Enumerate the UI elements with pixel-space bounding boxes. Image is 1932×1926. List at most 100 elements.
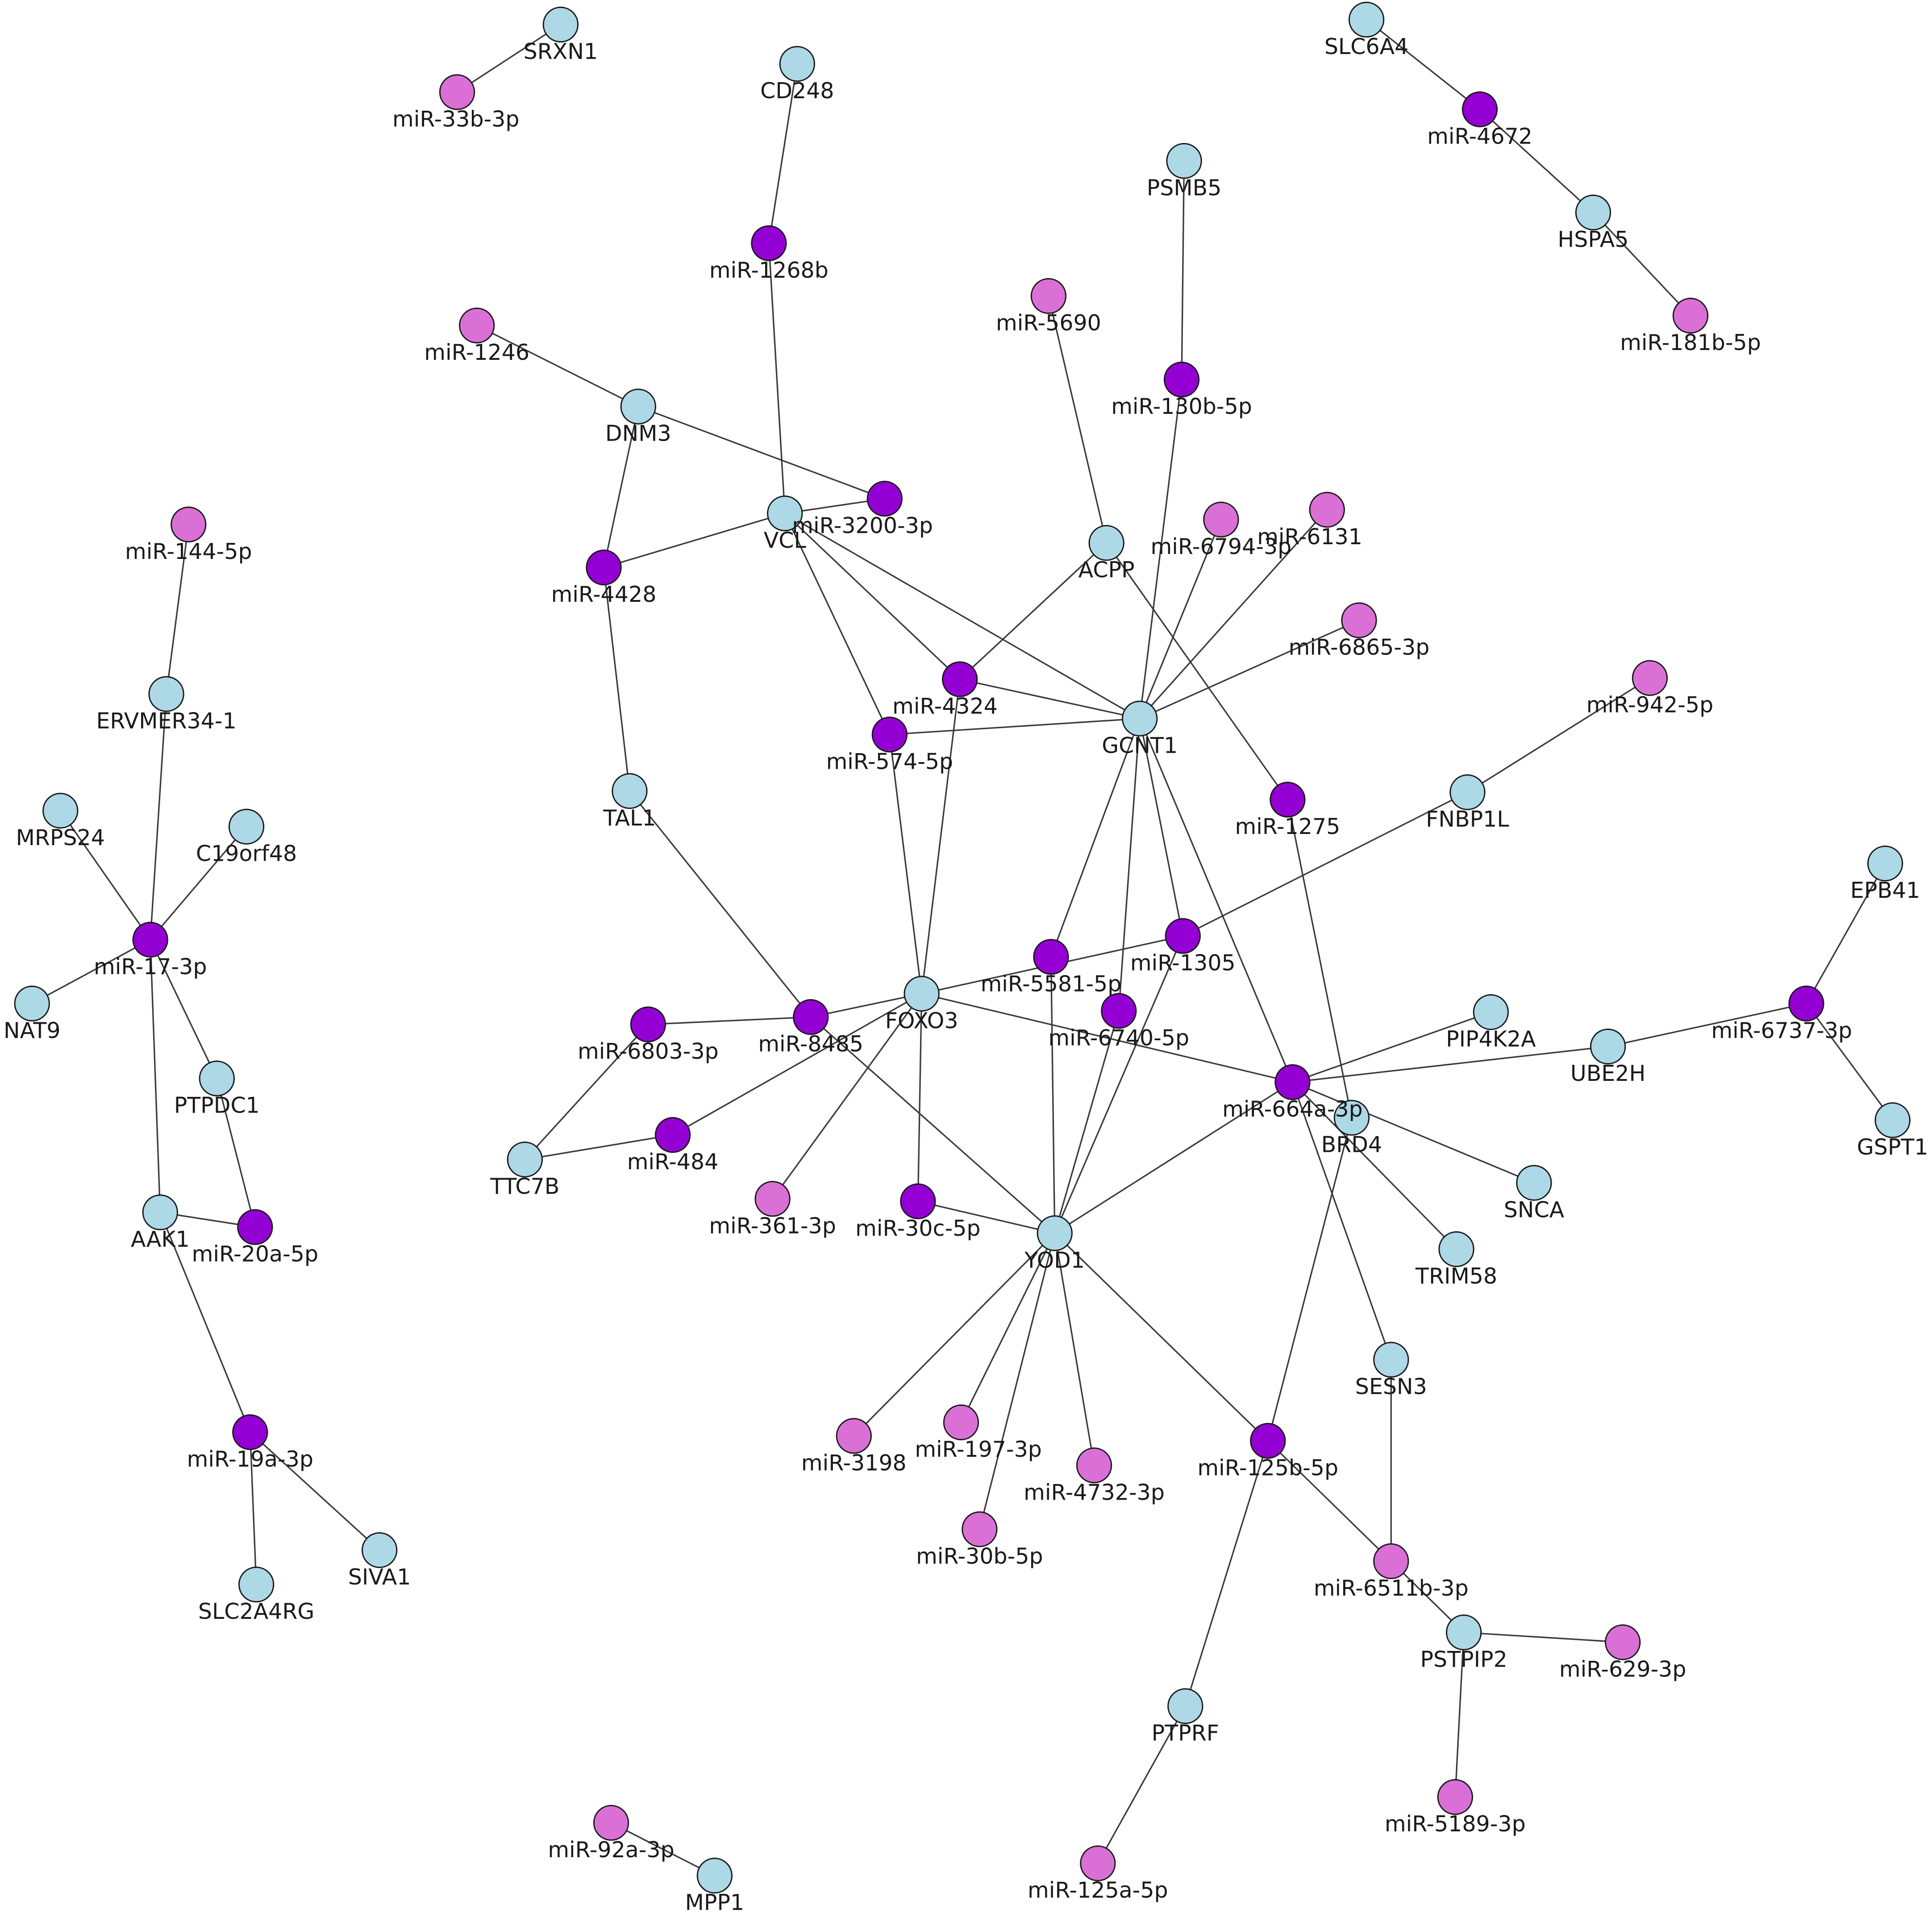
- node-mir-30c-5p[interactable]: [900, 1183, 936, 1219]
- node-mir-4324[interactable]: [942, 661, 978, 697]
- node-mir-20a-5p[interactable]: [237, 1209, 273, 1245]
- node-foxo3[interactable]: [904, 976, 940, 1012]
- node-c19orf48[interactable]: [228, 809, 265, 845]
- node-mir-5581-5p[interactable]: [1033, 939, 1069, 975]
- edge-mir-8485-to-mir-6803-3p: [648, 1016, 811, 1026]
- node-mir-664a-3p[interactable]: [1274, 1064, 1311, 1101]
- label-ervmer34-1: ERVMER34-1: [96, 709, 236, 734]
- node-pip4k2a[interactable]: [1473, 994, 1509, 1030]
- node-sesn3[interactable]: [1373, 1342, 1409, 1378]
- node-mir-6511b-3p[interactable]: [1373, 1543, 1409, 1580]
- node-mir-1268b[interactable]: [751, 225, 787, 261]
- node-mir-144-5p[interactable]: [171, 506, 207, 542]
- node-trim58[interactable]: [1438, 1231, 1474, 1267]
- edge-mir-664a-3p-to-sesn3: [1291, 1082, 1392, 1360]
- node-ube2h[interactable]: [1590, 1028, 1626, 1065]
- node-brd4[interactable]: [1333, 1100, 1370, 1136]
- label-brd4: BRD4: [1321, 1132, 1382, 1158]
- node-hspa5[interactable]: [1575, 194, 1611, 231]
- node-mir-361-3p[interactable]: [754, 1181, 791, 1217]
- node-acpp[interactable]: [1088, 525, 1124, 561]
- label-pip4k2a: PIP4K2A: [1446, 1026, 1536, 1052]
- node-mir-92a-3p[interactable]: [593, 1805, 629, 1841]
- edge-mir-17-3p-to-aak1: [150, 939, 161, 1213]
- node-mir-130b-5p[interactable]: [1163, 362, 1200, 398]
- node-mir-1275[interactable]: [1270, 781, 1306, 818]
- node-mir-4672[interactable]: [1461, 91, 1498, 128]
- label-mir-5690: miR-5690: [996, 310, 1101, 336]
- label-trim58: TRIM58: [1415, 1263, 1497, 1289]
- label-mir-144-5p: miR-144-5p: [125, 539, 252, 564]
- node-mir-5690[interactable]: [1030, 278, 1067, 314]
- node-dnm3[interactable]: [620, 388, 656, 425]
- node-mir-5189-3p[interactable]: [1437, 1779, 1473, 1815]
- node-srxn1[interactable]: [542, 6, 579, 43]
- node-mir-629-3p[interactable]: [1605, 1624, 1641, 1660]
- label-mir-5581-5p: miR-5581-5p: [981, 971, 1122, 996]
- node-mpp1[interactable]: [696, 1858, 733, 1894]
- node-mir-4428[interactable]: [586, 549, 622, 586]
- edge-yod1-to-mir-3198: [853, 1233, 1055, 1437]
- edge-mir-19a-3p-to-siva1: [250, 1431, 380, 1551]
- node-mir-6737-3p[interactable]: [1788, 985, 1824, 1021]
- node-mir-181b-5p[interactable]: [1672, 297, 1709, 334]
- node-ervmer34-1[interactable]: [148, 676, 184, 712]
- edge-dnm3-to-mir-3200-3p: [638, 406, 885, 500]
- node-fnbp1l[interactable]: [1449, 774, 1486, 810]
- node-mir-1305[interactable]: [1165, 918, 1201, 954]
- node-mir-197-3p[interactable]: [943, 1404, 979, 1441]
- node-mir-6794-3p[interactable]: [1203, 501, 1239, 538]
- node-mir-574-5p[interactable]: [871, 717, 908, 753]
- node-mir-6803-3p[interactable]: [630, 1006, 666, 1042]
- node-mir-4732-3p[interactable]: [1076, 1447, 1112, 1484]
- node-epb41[interactable]: [1867, 846, 1903, 882]
- node-mir-125b-5p[interactable]: [1250, 1423, 1286, 1459]
- node-tal1[interactable]: [612, 773, 648, 809]
- node-gspt1[interactable]: [1874, 1102, 1911, 1138]
- node-slc6a4[interactable]: [1348, 1, 1385, 38]
- edge-mir-574-5p-to-foxo3: [889, 734, 923, 994]
- label-mpp1: MPP1: [685, 1890, 745, 1915]
- node-mrps24[interactable]: [42, 792, 79, 829]
- node-aak1[interactable]: [142, 1194, 178, 1230]
- label-epb41: EPB41: [1850, 878, 1920, 903]
- node-ptpdc1[interactable]: [199, 1060, 235, 1096]
- node-vcl[interactable]: [767, 495, 803, 532]
- edge-yod1-to-mir-125b-5p: [1054, 1233, 1269, 1442]
- node-psmb5[interactable]: [1166, 143, 1202, 179]
- node-gcnt1[interactable]: [1122, 700, 1158, 737]
- node-nat9[interactable]: [14, 985, 50, 1021]
- node-mir-17-3p[interactable]: [132, 921, 168, 958]
- node-slc2a4rg[interactable]: [238, 1567, 275, 1603]
- node-mir-6740-5p[interactable]: [1101, 993, 1137, 1029]
- label-mir-125a-5p: miR-125a-5p: [1028, 1878, 1168, 1903]
- edge-mir-5581-5p-to-yod1: [1050, 957, 1056, 1234]
- node-pstpip2[interactable]: [1445, 1614, 1482, 1651]
- node-mir-3200-3p[interactable]: [866, 480, 903, 517]
- node-yod1[interactable]: [1037, 1215, 1073, 1251]
- node-mir-484[interactable]: [654, 1117, 691, 1153]
- node-ttc7b[interactable]: [507, 1142, 543, 1178]
- node-mir-8485[interactable]: [793, 999, 829, 1035]
- label-pstpip2: PSTPIP2: [1420, 1647, 1507, 1672]
- node-mir-942-5p[interactable]: [1632, 660, 1668, 696]
- node-mir-3198[interactable]: [836, 1418, 872, 1454]
- node-mir-30b-5p[interactable]: [962, 1511, 998, 1547]
- node-cd248[interactable]: [779, 46, 815, 82]
- node-snca[interactable]: [1516, 1165, 1552, 1201]
- edge-c19orf48-to-mir-17-3p: [150, 826, 247, 940]
- node-mir-6865-3p[interactable]: [1341, 602, 1377, 638]
- node-mir-1246[interactable]: [459, 307, 495, 344]
- node-siva1[interactable]: [362, 1532, 398, 1568]
- node-ptprf[interactable]: [1167, 1688, 1203, 1724]
- node-mir-125a-5p[interactable]: [1080, 1845, 1116, 1881]
- label-mir-1246: miR-1246: [424, 340, 529, 365]
- node-mir-33b-3p[interactable]: [439, 74, 475, 110]
- label-mir-6803-3p: miR-6803-3p: [578, 1039, 719, 1064]
- node-mir-19a-3p[interactable]: [232, 1414, 268, 1451]
- edge-nat9-to-mir-17-3p: [31, 939, 151, 1005]
- label-slc2a4rg: SLC2A4RG: [198, 1599, 315, 1624]
- edge-mir-4324-to-gcnt1: [959, 678, 1140, 720]
- edge-mir-4324-to-foxo3: [920, 679, 961, 994]
- node-mir-6131[interactable]: [1309, 492, 1345, 528]
